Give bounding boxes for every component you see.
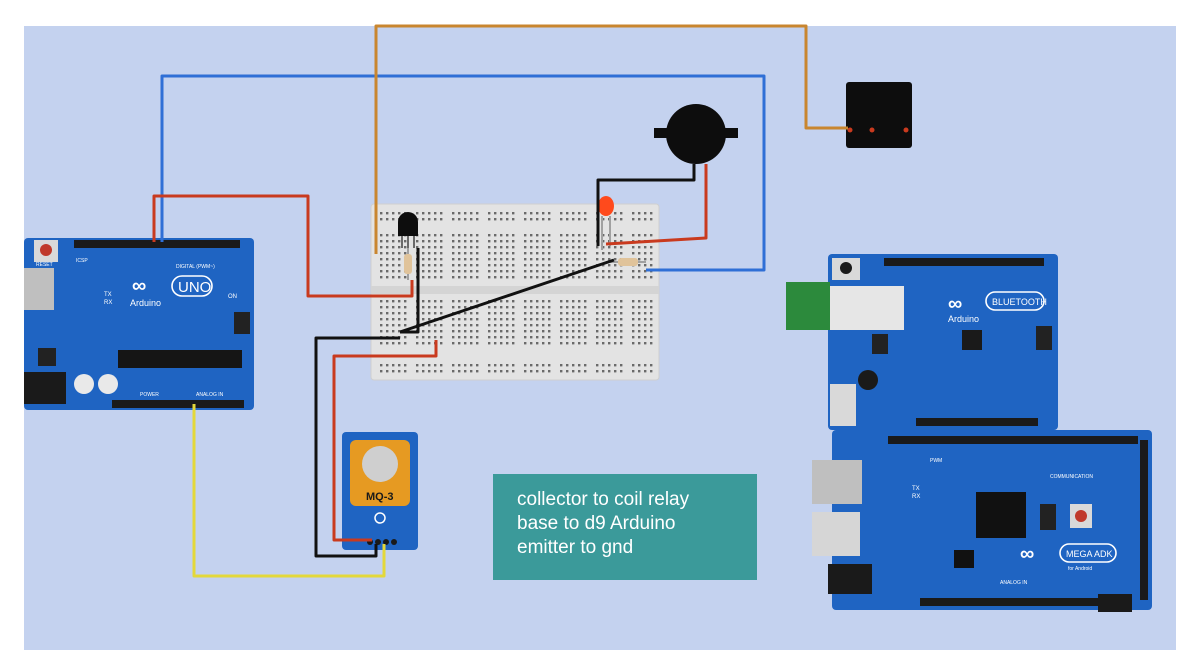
npn-transistor (398, 212, 418, 248)
uno-reset-label: RESET (36, 262, 53, 268)
wire-red-sensor (332, 340, 438, 542)
mega-logo-symbol: ∞ (1020, 543, 1034, 565)
mega-logo-text: MEGA ADK (1066, 549, 1113, 559)
bt-brand: Arduino (948, 314, 979, 324)
mega-rx-label: RX (912, 494, 920, 500)
note-line-2: base to d9 Arduino (517, 513, 676, 534)
note-line-1: collector to coil relay (517, 489, 690, 510)
wire-black-diagonal (399, 258, 615, 334)
wire-orange (374, 24, 848, 254)
mega-reset-button (1075, 510, 1087, 522)
led-red (598, 196, 614, 250)
led-resistor (610, 258, 646, 266)
arduino-mega-adk-board: ∞ MEGA ADK for Android COMMUNICATION PWM… (812, 430, 1152, 612)
mega-analog-label: ANALOG IN (1000, 580, 1028, 586)
gas-sensor-mq3: MQ-3 (342, 432, 418, 550)
uno-logo-text: UNO (178, 279, 211, 296)
uno-rx-label: RX (104, 300, 112, 306)
arduino-bluetooth-board: ∞ BLUETOOTH Arduino (786, 254, 1058, 430)
mega-sub-text: for Android (1068, 566, 1092, 572)
bt-logo-symbol: ∞ (948, 293, 962, 315)
uno-power-label: POWER (140, 392, 159, 398)
mega-tx-label: TX (912, 486, 920, 492)
uno-digital-label: DIGITAL (PWM~) (176, 264, 215, 270)
uno-on-label: ON (228, 294, 237, 300)
wire-blue (160, 74, 766, 272)
uno-logo-symbol: ∞ (132, 275, 146, 297)
mega-communication-label: COMMUNICATION (1050, 474, 1093, 480)
buzzer (654, 104, 738, 164)
wire-red-d9 (152, 194, 414, 298)
uno-icsp-label: ICSP (76, 258, 88, 264)
uno-analog-label: ANALOG IN (196, 392, 224, 398)
wire-black-sensor (314, 336, 400, 558)
mega-pwm-label: PWM (930, 458, 942, 464)
sensor-label: MQ-3 (366, 491, 394, 503)
wire-yellow (192, 404, 386, 578)
connection-note: collector to coil relay base to d9 Ardui… (493, 474, 757, 580)
wire-black-gnd (400, 248, 420, 334)
bt-logo-text: BLUETOOTH (992, 297, 1047, 307)
arduino-uno-board: ∞ UNO Arduino TX RX ON ICSP DIGITAL (PWM… (24, 238, 254, 410)
wire-black-buzzer (596, 164, 696, 246)
base-resistor (404, 248, 412, 280)
uno-tx-label: TX (104, 292, 112, 298)
reset-button (40, 244, 52, 256)
bt-reset-button (840, 262, 852, 274)
relay-module (846, 82, 912, 148)
uno-brand: Arduino (130, 298, 161, 308)
wire-red-buzzer (605, 164, 708, 246)
note-line-3: emitter to gnd (517, 537, 634, 558)
